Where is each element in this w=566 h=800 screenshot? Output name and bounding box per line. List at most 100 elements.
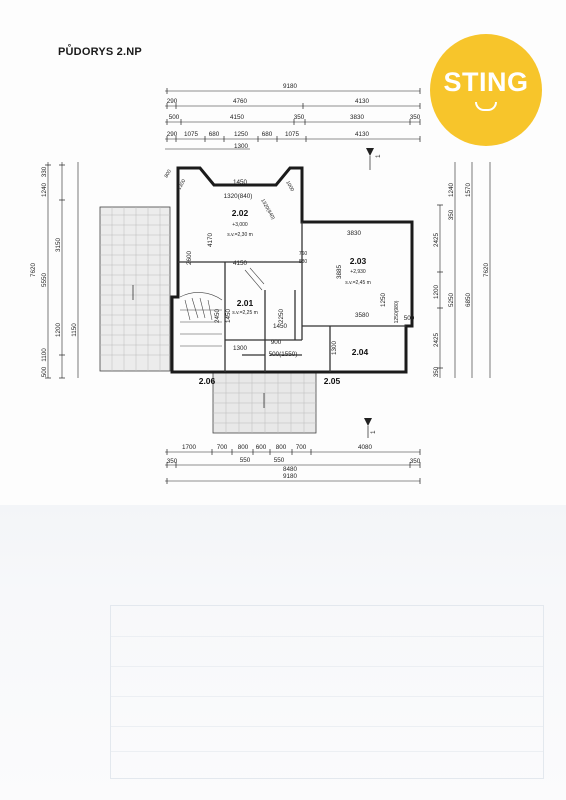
faded-row — [111, 696, 543, 697]
section-number-bottom: 1 — [370, 430, 377, 434]
dim-left-4: 1100 — [41, 348, 48, 362]
dim-right-overall: 7620 — [483, 263, 490, 278]
dim-right-mid-2: 350 — [448, 209, 455, 220]
section-number-top: 1 — [375, 154, 382, 158]
dim-right-mid-1: 1240 — [448, 183, 455, 198]
dim-top-row2-4: 3830 — [350, 114, 365, 121]
dim-top-row3-7: 4130 — [355, 131, 370, 138]
terrace-bottom — [212, 372, 317, 434]
dim-right-outer-2: 6850 — [465, 293, 472, 308]
interior-dim-23: 500(1550) — [269, 351, 298, 358]
dim-top-row2-1: 500 — [169, 114, 180, 121]
dim-bottom-row2-1: 350 — [167, 458, 178, 465]
room-2-02-label: 2.02 — [232, 208, 249, 218]
dim-bottom-row1-6: 700 — [296, 444, 307, 451]
interior-dim-5: 1300 — [177, 178, 188, 191]
dim-bottom-row2-2: 550 — [240, 457, 251, 464]
dim-left-inner-1: 3150 — [55, 238, 62, 253]
dim-top-row2-2: 4150 — [230, 114, 245, 121]
interior-dim-12: 1250 — [380, 293, 387, 308]
dim-bottom-row2-4: 8480 — [283, 466, 298, 473]
dim-top-row3-2: 1075 — [184, 131, 199, 138]
section-marker — [364, 148, 374, 426]
room-2-03-height: s.v.=2,45 m — [345, 280, 371, 286]
faded-title-block — [110, 605, 544, 779]
dim-left-1: 330 — [41, 166, 48, 177]
dim-bottom-row1-5: 800 — [276, 444, 287, 451]
interior-dim-22: 1300 — [233, 345, 248, 352]
interior-dim-4: 800 — [164, 169, 173, 179]
dim-top-row3-4: 1250 — [234, 131, 249, 138]
scan-margin — [0, 505, 566, 800]
dim-top-row3-6: 1075 — [285, 131, 300, 138]
interior-dim-1: 1450 — [233, 179, 248, 186]
room-2-04-label: 2.04 — [352, 347, 369, 357]
interior-dim-6: 4170 — [207, 233, 214, 248]
dim-top-row4-1: 1300 — [234, 143, 249, 150]
interior-dim-16: 500 — [404, 315, 415, 322]
interior-dim-21: 900 — [271, 339, 282, 346]
faded-row — [111, 636, 543, 637]
interior-dim-18: 2250 — [278, 309, 285, 324]
room-2-01-height: s.v.=2,25 m — [232, 310, 258, 316]
dim-top-row2-3: 350 — [294, 114, 305, 121]
dim-bottom-row2-3: 550 — [274, 457, 285, 464]
dim-bottom-row1-3: 800 — [238, 444, 249, 451]
room-2-05-label: 2.05 — [324, 376, 341, 386]
room-2-03-label: 2.03 — [350, 256, 367, 266]
interior-dim-13: 1250(980) — [394, 300, 400, 323]
dim-left-3: 5550 — [41, 273, 48, 288]
room-2-02-level: +3,000 — [232, 222, 248, 228]
interior-dim-11: 3885 — [336, 265, 343, 280]
terrace-left — [99, 206, 171, 372]
dim-left-overall: 7620 — [30, 263, 37, 278]
interior-dim-15: 1300 — [331, 341, 338, 356]
interior-dim-17: 1450 — [273, 323, 288, 330]
dim-top-row1-1: 290 — [167, 98, 178, 105]
dim-right-outer-1: 1570 — [465, 183, 472, 198]
interior-dim-8: 4150 — [233, 260, 248, 267]
dim-bottom-row1-4: 600 — [256, 444, 267, 451]
room-2-06-label: 2.06 — [199, 376, 216, 386]
dim-bottom-row1-7: 4080 — [358, 444, 373, 451]
dim-left-inner-2: 1200 — [55, 323, 62, 338]
dim-left-2: 1240 — [41, 183, 48, 198]
dim-top-row1-2: 4760 — [233, 98, 248, 105]
room-2-01-label: 2.01 — [237, 298, 254, 308]
interior-dim-14: 3580 — [355, 312, 370, 319]
dim-right-1: 2425 — [433, 233, 440, 248]
dim-top-row3-5: 680 — [262, 131, 273, 138]
interior-dim-25: 880 — [299, 259, 308, 265]
interior-dim-9: 1000 — [284, 180, 295, 193]
dim-right-3: 2425 — [433, 333, 440, 348]
dim-bottom-overall: 9180 — [283, 473, 298, 480]
logo-text: STING — [443, 67, 529, 97]
interior-dim-24: 760 — [299, 251, 308, 257]
interior-dim-19: 2450 — [214, 309, 221, 324]
room-2-03-level: +2,930 — [350, 269, 366, 275]
brand-logo: STING — [430, 34, 542, 146]
interior-dim-3: 1320(840) — [259, 198, 276, 221]
page-title: PŮDORYS 2.NP — [58, 46, 142, 58]
interior-dim-2: 1320(840) — [224, 193, 253, 200]
dim-top-row1-3: 4130 — [355, 98, 370, 105]
dim-top-overall: 9180 — [283, 83, 298, 90]
dim-bottom-row1-1: 1700 — [182, 444, 197, 451]
dim-bottom-row1-2: 700 — [217, 444, 228, 451]
staircase — [179, 267, 265, 347]
dim-top-row2-5: 350 — [410, 114, 421, 121]
dim-right-2: 1200 — [433, 285, 440, 300]
faded-row — [111, 666, 543, 667]
dim-left-5: 500 — [41, 366, 48, 377]
building-walls — [170, 166, 414, 374]
faded-row — [111, 751, 543, 752]
dim-bottom-row2-5: 350 — [410, 458, 421, 465]
floor-plan: 9180 290 4760 4130 500 4150 350 3830 350… — [30, 83, 491, 484]
faded-row — [111, 726, 543, 727]
interior-dim-7: 2600 — [186, 251, 193, 266]
dim-right-4: 350 — [433, 366, 440, 377]
dim-top-row3-1: 290 — [167, 131, 178, 138]
interior-dim-20: 1450 — [225, 309, 232, 324]
dim-top-row3-3: 680 — [209, 131, 220, 138]
interior-dim-10: 3830 — [347, 230, 362, 237]
